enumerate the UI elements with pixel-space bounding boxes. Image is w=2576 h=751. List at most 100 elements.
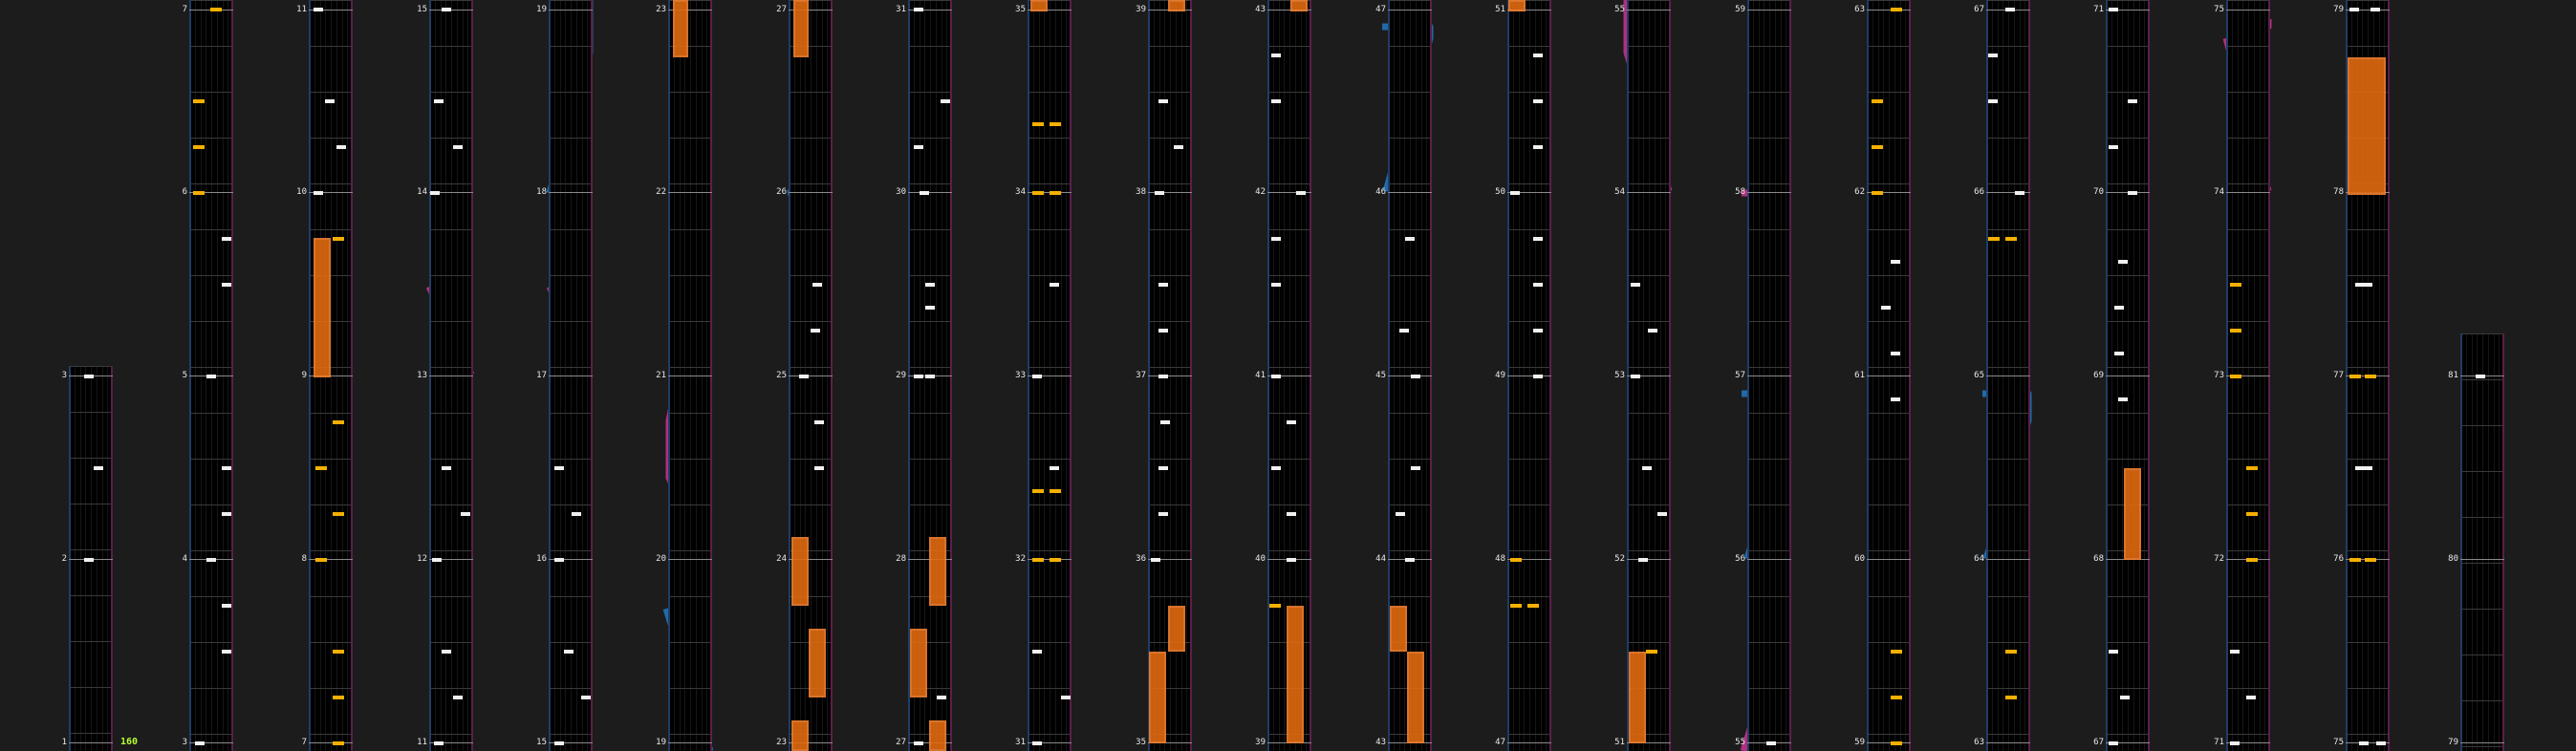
tap-note — [1296, 191, 1306, 195]
tap-note-yellow — [2349, 375, 2361, 378]
beat-line — [309, 413, 353, 414]
beat-line — [189, 367, 233, 368]
beat-line — [1747, 183, 1791, 184]
beat-line — [1627, 183, 1671, 184]
beat-line — [2106, 0, 2150, 1]
tap-note-yellow — [210, 8, 222, 11]
measure-number: 73 — [2214, 371, 2224, 380]
beat-line — [2106, 46, 2150, 47]
measure-line — [1627, 10, 1671, 11]
measure-number: 81 — [2448, 371, 2458, 380]
measure-number: 70 — [2093, 187, 2104, 197]
measure-number: 61 — [1854, 371, 1865, 380]
measure-number: 69 — [2093, 371, 2104, 380]
measure-number: 75 — [2333, 738, 2344, 747]
beat-line — [1627, 459, 1671, 460]
tap-note — [925, 283, 935, 287]
measure-number: 59 — [1854, 738, 1865, 747]
beat-line — [2226, 504, 2270, 505]
tap-note — [1287, 420, 1296, 424]
beat-line — [1028, 367, 1072, 368]
beat-line — [1507, 0, 1551, 1]
tap-note — [799, 375, 809, 378]
beat-line — [309, 688, 353, 689]
tap-note — [1158, 466, 1168, 470]
beat-line — [908, 367, 952, 368]
beat-line — [1627, 734, 1671, 735]
beat-line — [1507, 734, 1551, 735]
beat-line — [1507, 275, 1551, 276]
beat-line — [668, 734, 712, 735]
beat-line — [1028, 138, 1072, 139]
beat-line — [789, 321, 833, 322]
tap-note — [206, 558, 216, 562]
measure-number: 27 — [776, 5, 787, 14]
measure-line — [789, 742, 833, 743]
hold-note — [910, 629, 927, 697]
beat-line — [1388, 0, 1432, 1]
tap-note — [1988, 54, 1998, 57]
beat-line — [1148, 229, 1192, 230]
beat-line — [1267, 504, 1311, 505]
beat-line — [1986, 92, 2030, 93]
beat-line — [789, 183, 833, 184]
beat-line — [1028, 688, 1072, 689]
tap-note-yellow — [2005, 696, 2017, 699]
beat-line — [1148, 183, 1192, 184]
beat-line — [2106, 138, 2150, 139]
tap-note — [314, 8, 323, 11]
beat-line — [1867, 688, 1911, 689]
measure-line — [1267, 192, 1311, 193]
beat-line — [2106, 321, 2150, 322]
tap-note-yellow — [1872, 191, 1883, 195]
beat-line — [2346, 0, 2390, 1]
beat-line — [1986, 183, 2030, 184]
measure-line — [309, 559, 353, 560]
beat-line — [1267, 367, 1311, 368]
measure-number: 21 — [656, 371, 666, 380]
tap-note — [554, 558, 564, 562]
measure-line — [189, 192, 233, 193]
beat-line — [2226, 321, 2270, 322]
beat-line — [1747, 688, 1791, 689]
beat-line — [189, 275, 233, 276]
measure-line — [1627, 742, 1671, 743]
measure-number: 27 — [896, 738, 906, 747]
measure-number: 39 — [1136, 5, 1146, 14]
measure-line — [189, 742, 233, 743]
lane-subdivision — [2465, 333, 2467, 751]
beat-line — [1507, 688, 1551, 689]
beat-line — [1028, 459, 1072, 460]
tap-note — [1050, 283, 1059, 287]
measure-number: 77 — [2333, 371, 2344, 380]
tap-note-yellow — [1872, 145, 1883, 149]
beat-line — [1028, 46, 1072, 47]
beat-line — [2346, 321, 2390, 322]
hold-note — [2124, 468, 2141, 560]
beat-line — [2106, 367, 2150, 368]
hold-note — [1407, 652, 1424, 743]
tap-note — [442, 466, 451, 470]
beat-line — [1867, 321, 1911, 322]
measure-line — [668, 192, 712, 193]
beat-line — [189, 596, 233, 597]
measure-line — [789, 10, 833, 11]
beat-line — [549, 367, 593, 368]
beat-line — [668, 688, 712, 689]
tap-note — [1411, 375, 1420, 378]
tap-note — [314, 191, 323, 195]
beat-line — [1867, 92, 1911, 93]
measure-line — [1028, 10, 1072, 11]
beat-line — [2346, 596, 2390, 597]
beat-line — [1148, 92, 1192, 93]
beat-line — [1867, 138, 1911, 139]
beat-line — [1388, 596, 1432, 597]
beat-line — [309, 183, 353, 184]
beat-line — [549, 138, 593, 139]
beat-line — [1267, 459, 1311, 460]
measure-number: 67 — [2093, 738, 2104, 747]
beat-line — [309, 275, 353, 276]
beat-line — [1028, 734, 1072, 735]
tap-note — [2015, 191, 2024, 195]
beat-line — [549, 183, 593, 184]
